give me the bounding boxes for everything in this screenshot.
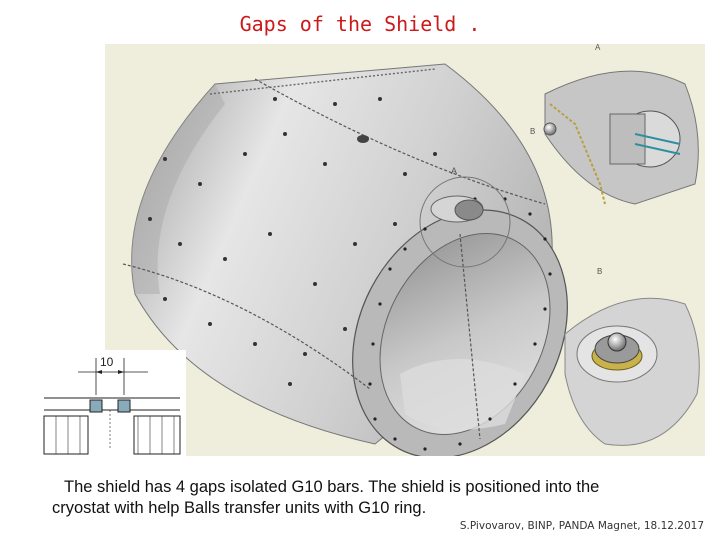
- gap-seam-ring: [459, 233, 481, 440]
- label-b-detail-a: B: [530, 127, 535, 136]
- bore-floor: [400, 359, 525, 430]
- shield-drawing: A A B B: [122, 44, 700, 456]
- shell-holes: [148, 97, 437, 386]
- transfer-ball: [607, 332, 627, 352]
- caption-line-2: cryostat with help Balls transfer units …: [52, 499, 427, 517]
- label-a-main: A: [451, 166, 457, 176]
- dimension-label: 10: [100, 355, 114, 369]
- detail-a-pipe: [609, 113, 646, 165]
- label-a-detail: A: [595, 44, 601, 52]
- cylinder-back-shade: [131, 84, 225, 294]
- detail-a-small-bolt: [543, 122, 557, 136]
- gap-seam-side: [122, 263, 371, 390]
- page-title: Gaps of the Shield .: [239, 12, 481, 36]
- gap-section-drawing: 10: [43, 355, 181, 455]
- credit-footer: S.Pivovarov, BINP, PANDA Magnet, 18.12.2…: [459, 520, 704, 532]
- gap-section-inset: 10: [38, 350, 186, 458]
- detail-a-rod-1: [634, 133, 681, 145]
- caption-line-1: The shield has 4 gaps isolated G10 bars.…: [64, 478, 600, 496]
- nozzle-a: [419, 176, 511, 268]
- label-b-detail: B: [597, 267, 602, 276]
- gap-seam-top: [209, 68, 436, 95]
- shield-figure: A A B B: [105, 44, 705, 456]
- detail-a-seam: [549, 103, 606, 205]
- slide-caption: The shield has 4 gaps isolated G10 bars.…: [52, 477, 672, 519]
- detail-a-rod-2: [634, 143, 681, 155]
- ring-bolts: [368, 197, 552, 451]
- large-hole: [357, 135, 369, 143]
